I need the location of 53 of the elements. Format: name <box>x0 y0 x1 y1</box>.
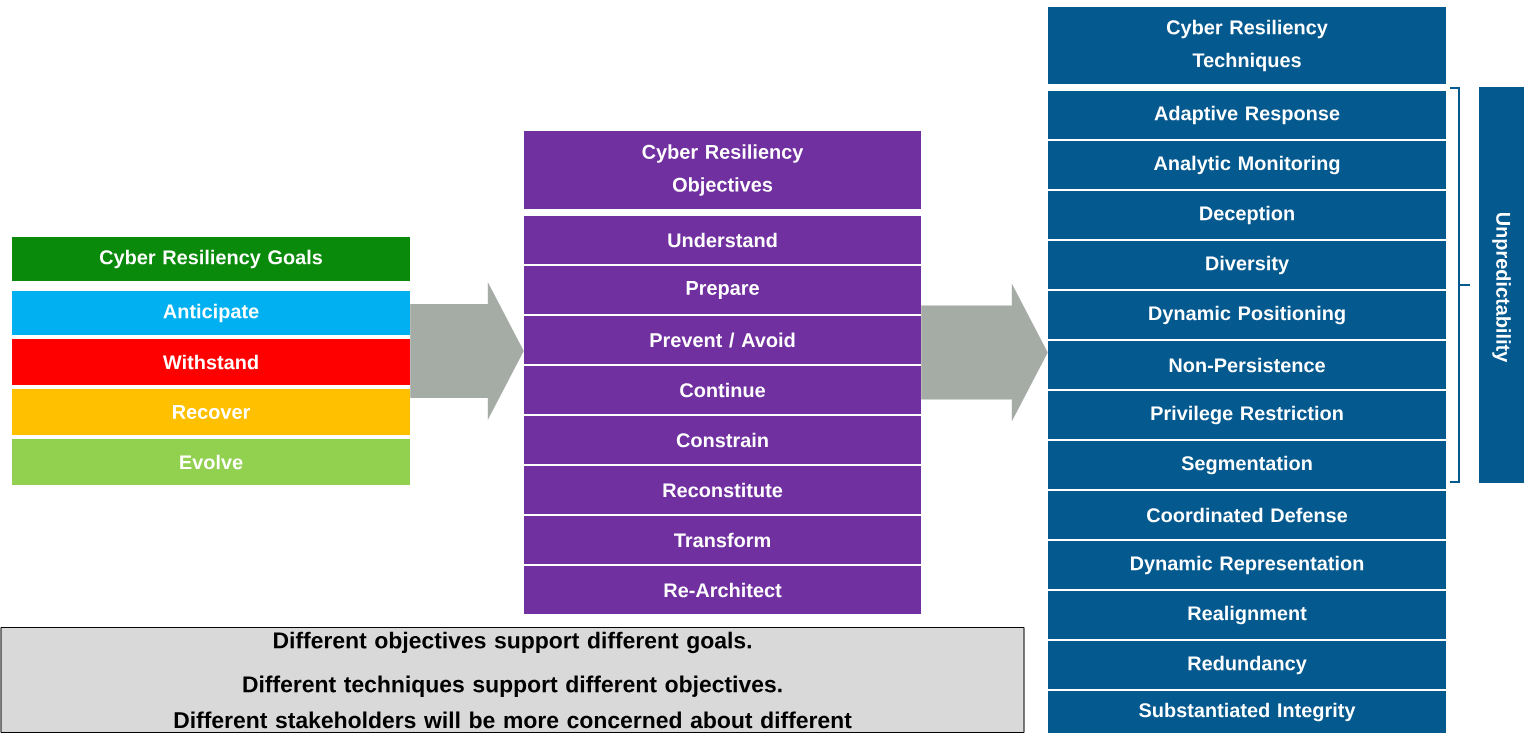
technique-box: Substantiated Integrity <box>1048 691 1446 733</box>
vertical-label-box: Unpredictability <box>1479 87 1524 483</box>
note-box: Different objectives support different goals. Different techniques support different objectives. Different stakeholders will be more concerned about different <box>0 627 1025 733</box>
node-label: Prepare <box>686 281 759 299</box>
block-arrow <box>410 282 524 420</box>
node-label: Prevent / Avoid <box>650 332 795 348</box>
goal-box: Evolve <box>12 439 410 485</box>
objective-box: Prevent / Avoid <box>524 316 921 364</box>
technique-box: Deception <box>1048 191 1446 239</box>
node-label: Diversity <box>1206 255 1289 275</box>
technique-box: Non-Persistence <box>1048 341 1446 389</box>
node-label: Realignment <box>1188 605 1307 625</box>
technique-box: Adaptive Response <box>1048 91 1446 139</box>
goal-box: Anticipate <box>12 291 410 335</box>
technique-box: Segmentation <box>1048 441 1446 489</box>
technique-box: Diversity <box>1048 241 1446 289</box>
technique-box: Analytic Monitoring <box>1048 141 1446 189</box>
goal-box: Recover <box>12 389 410 435</box>
node-label: Adaptive Response <box>1154 105 1340 125</box>
objective-box: Re-Architect <box>524 566 921 614</box>
technique-box: Realignment <box>1048 591 1446 639</box>
header-box: Cyber Resiliency Techniques <box>1048 7 1446 84</box>
node-label: Re-Architect <box>664 582 782 598</box>
node-label: Understand <box>668 232 777 248</box>
node-label: Segmentation <box>1181 455 1312 475</box>
node-label: Analytic Monitoring <box>1153 155 1340 175</box>
objective-box: Continue <box>524 366 921 414</box>
node-label: Reconstitute <box>663 482 783 498</box>
node-label: Non-Persistence <box>1169 357 1325 373</box>
goal-box: Withstand <box>12 339 410 385</box>
objective-box: Constrain <box>524 416 921 464</box>
block-arrow <box>921 283 1048 422</box>
node-label: Constrain <box>676 432 768 448</box>
objective-box: Reconstitute <box>524 466 921 514</box>
technique-box: Redundancy <box>1048 641 1446 689</box>
node-label: Privilege Restriction <box>1151 405 1343 425</box>
node-label: Dynamic Positioning <box>1149 305 1345 325</box>
node-label: Continue <box>680 382 766 398</box>
node-label: Coordinated Defense <box>1147 507 1348 523</box>
node-label: Deception <box>1200 205 1294 225</box>
technique-box: Dynamic Positioning <box>1048 291 1446 339</box>
objective-box: Prepare <box>524 266 921 314</box>
node-label: Transform <box>674 532 770 548</box>
objective-box: Understand <box>524 216 921 264</box>
header-box: Cyber Resiliency Objectives <box>524 131 921 209</box>
objective-box: Transform <box>524 516 921 564</box>
technique-box: Coordinated Defense <box>1048 491 1446 539</box>
technique-box: Privilege Restriction <box>1048 391 1446 439</box>
node-label: Dynamic Representation <box>1130 555 1364 575</box>
node-label: Redundancy <box>1188 655 1307 675</box>
technique-box: Dynamic Representation <box>1048 541 1446 589</box>
node-label: Substantiated Integrity <box>1139 702 1356 722</box>
header-box: Cyber Resiliency Goals <box>12 237 410 281</box>
